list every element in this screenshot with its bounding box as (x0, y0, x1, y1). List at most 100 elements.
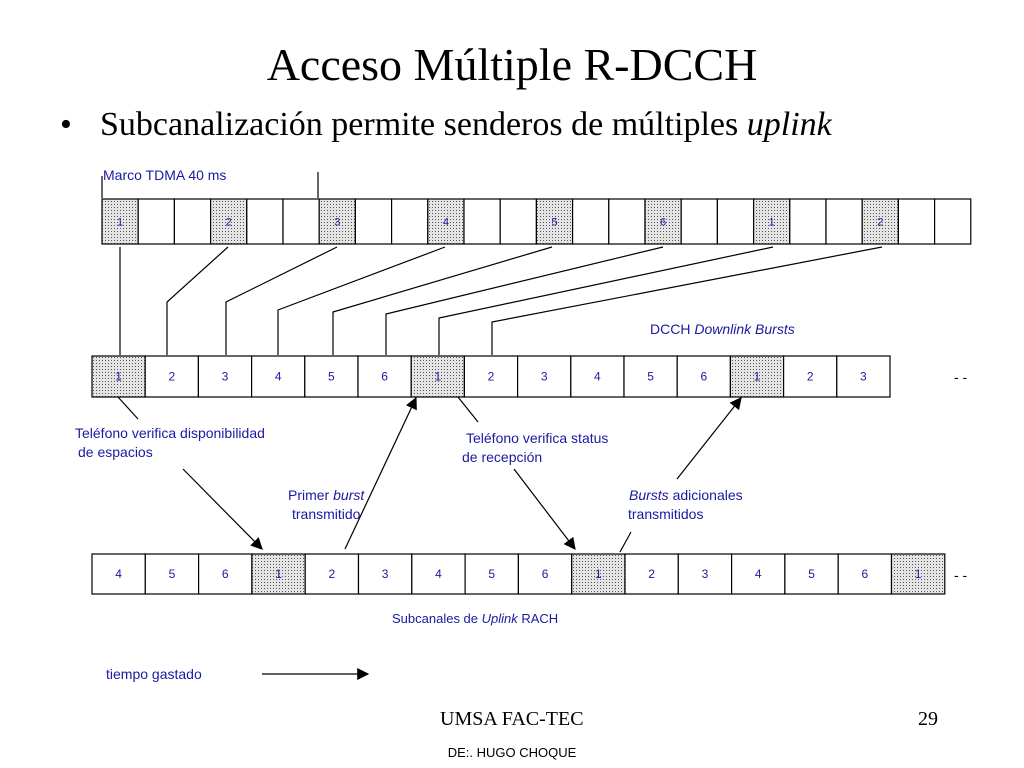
tdma-slot (354, 198, 393, 245)
status-text-line2: de recepción (462, 449, 542, 465)
connector-6 (385, 246, 664, 355)
downlink-slot-label: 3 (222, 370, 229, 384)
uplink-slot (304, 553, 360, 595)
downlink-slot-label: 4 (275, 370, 282, 384)
downlink-label: DCCH Downlink Bursts (650, 321, 795, 337)
uplink-slot-label: 1 (595, 567, 602, 581)
tdma-slot (716, 198, 755, 245)
uplink-slot (91, 553, 146, 595)
uplink-slot (411, 553, 466, 595)
downlink-slot-label: 2 (168, 370, 175, 384)
tdma-slot (282, 198, 320, 245)
tdma-slot-label: 3 (334, 216, 340, 228)
downlink-slot (570, 355, 625, 398)
additional-bursts-line1: Bursts adicionales (629, 487, 743, 503)
connector-7 (438, 246, 774, 355)
tdma-slot-label: 2 (226, 216, 232, 228)
tdma-slot-label: 6 (660, 216, 666, 228)
uplink-slot (677, 553, 733, 595)
bullet-dot: • (60, 106, 72, 143)
downlink-slot-label: 1 (434, 370, 441, 384)
downlink-slot (251, 355, 306, 398)
uplink-slot-label: 1 (915, 567, 922, 581)
tdma-slot (246, 198, 284, 245)
first-burst-line1: Primer burst (288, 487, 365, 503)
tdma-slot (535, 198, 574, 245)
downlink-slot (304, 355, 359, 398)
frame-label: Marco TDMA 40 ms (103, 167, 226, 183)
tdma-slot (680, 198, 719, 245)
downlink-slot-label: 4 (594, 370, 601, 384)
downlink-slot (463, 355, 519, 398)
footer-left: UMSA FAC-TEC (440, 708, 584, 730)
tdma-slot-label: 1 (117, 216, 123, 228)
additional-bursts-line2: transmitidos (628, 506, 703, 522)
uplink-slot-label: 6 (222, 567, 229, 581)
downlink-slot-label: 5 (647, 370, 654, 384)
tdma-slot-label: 4 (443, 216, 449, 228)
connector-3 (225, 246, 338, 355)
uplink-continuation: - - (954, 567, 968, 583)
arrow-additional-bursts (676, 397, 742, 480)
uplink-slot-label: 5 (808, 567, 815, 581)
connector-4 (277, 246, 446, 355)
uplink-slot-label: 1 (275, 567, 282, 581)
tdma-slot (427, 198, 465, 245)
uplink-slot (464, 553, 520, 595)
arrow-status-to-uplink (513, 468, 576, 550)
additional-burst-tick (619, 531, 632, 553)
tdma-slot (897, 198, 936, 245)
tdma-slot (933, 198, 972, 245)
availability-check-line (117, 396, 139, 420)
downlink-slot (410, 355, 466, 398)
uplink-slot (837, 553, 893, 595)
availability-text-line1: Teléfono verifica disponibilidad (75, 425, 265, 441)
downlink-slot (91, 355, 146, 398)
downlink-slot-label: 1 (115, 370, 122, 384)
downlink-slot-label: 1 (754, 370, 761, 384)
tdma-slot (861, 198, 900, 245)
uplink-slot-label: 4 (755, 567, 762, 581)
uplink-slot-label: 4 (435, 567, 442, 581)
downlink-slot-label: 3 (860, 370, 867, 384)
status-check-line (457, 396, 479, 423)
tdma-slot (571, 198, 610, 245)
tdma-slot-label: 2 (877, 216, 883, 228)
downlink-slot (676, 355, 732, 398)
downlink-slot (516, 355, 572, 398)
tdma-slot (608, 198, 646, 245)
downlink-slot-label: 5 (328, 370, 335, 384)
tdma-slot-label: 1 (769, 216, 775, 228)
tdma-slot (825, 198, 863, 245)
connector-2 (166, 246, 229, 355)
downlink-slot-label: 2 (488, 370, 495, 384)
uplink-slot (198, 553, 253, 595)
first-burst-line2: transmitido (292, 506, 361, 522)
downlink-slot (144, 355, 199, 398)
tdma-slot (318, 198, 357, 245)
connector-8 (491, 246, 883, 355)
uplink-slot (624, 553, 679, 595)
arrow-first-burst (344, 396, 417, 550)
uplink-slot (784, 553, 839, 595)
time-label: tiempo gastado (106, 666, 202, 682)
uplink-slot-label: 2 (648, 567, 655, 581)
uplink-slot (517, 553, 573, 595)
uplink-slot (890, 553, 946, 595)
downlink-slot (836, 355, 891, 398)
uplink-slot-label: 4 (115, 567, 122, 581)
downlink-slot-label: 6 (381, 370, 388, 384)
downlink-slot (357, 355, 412, 398)
bullet-item: • Subcanalización permite senderos de múl… (60, 106, 832, 144)
uplink-slot-label: 3 (702, 567, 709, 581)
availability-text-line2: de espacios (78, 444, 153, 460)
tdma-slot (173, 198, 212, 245)
downlink-slot-label: 2 (807, 370, 814, 384)
status-text-line1: Teléfono verifica status (466, 430, 608, 446)
bullet-text: Subcanalización permite senderos de múlt… (100, 106, 747, 143)
connector-5 (332, 246, 553, 355)
uplink-slot-label: 6 (542, 567, 549, 581)
